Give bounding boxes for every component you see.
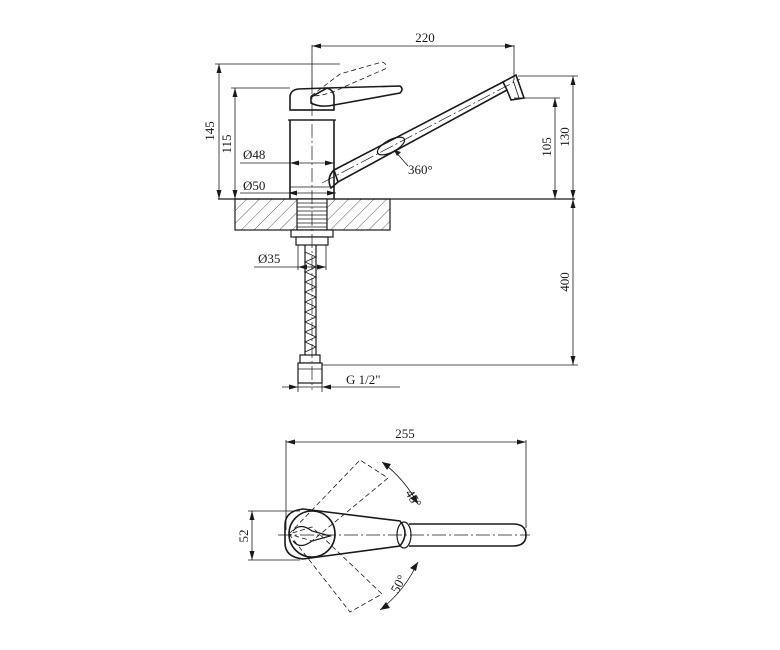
- dim-total-height: 145: [202, 63, 340, 199]
- dim-spout-height: 105: [514, 97, 560, 199]
- dim-g12-label: G 1/2": [346, 372, 381, 387]
- dim-body-height: 115: [219, 87, 290, 199]
- dim-base-diameter: Ø50: [240, 178, 336, 196]
- dim-400-label: 400: [557, 272, 572, 292]
- dim-swivel-angle: 360°: [393, 149, 433, 177]
- top-view: 45° 50° 255: [236, 426, 530, 613]
- dim-48-label: Ø48: [243, 147, 265, 162]
- swing-arcs: 45° 50°: [379, 461, 425, 611]
- handle-top: [284, 508, 412, 560]
- dim-body-diameter: Ø48: [240, 147, 334, 166]
- dim-105-label: 105: [539, 137, 554, 157]
- dim-hose-length: 400: [322, 199, 578, 366]
- dim-spout-reach: 220: [311, 30, 515, 88]
- front-view: 220 145 115 Ø48: [202, 30, 578, 392]
- dim-255-label: 255: [395, 426, 415, 441]
- dim-130-label: 130: [557, 127, 572, 147]
- dim-360-label: 360°: [408, 162, 433, 177]
- countertop-section: [218, 198, 575, 246]
- dim-spout-tip-height: 130: [518, 75, 578, 199]
- dim-115-label: 115: [219, 134, 234, 153]
- dim-50-label: Ø50: [243, 178, 265, 193]
- dim-220-label: 220: [415, 30, 435, 45]
- handle-swing-envelope: [288, 459, 389, 613]
- lever-handle: [310, 61, 403, 107]
- dim-145-label: 145: [202, 121, 217, 141]
- dim-45-label: 45°: [402, 487, 424, 510]
- dim-52-label: 52: [236, 530, 251, 543]
- dim-hose-thread: G 1/2": [282, 372, 400, 392]
- dim-handle-width: 52: [236, 510, 300, 561]
- dim-35-label: Ø35: [258, 251, 280, 266]
- dim-50-angle-label: 50°: [387, 572, 409, 595]
- dim-overall-length: 255: [285, 426, 527, 530]
- dim-shank-diameter: Ø35: [254, 245, 327, 270]
